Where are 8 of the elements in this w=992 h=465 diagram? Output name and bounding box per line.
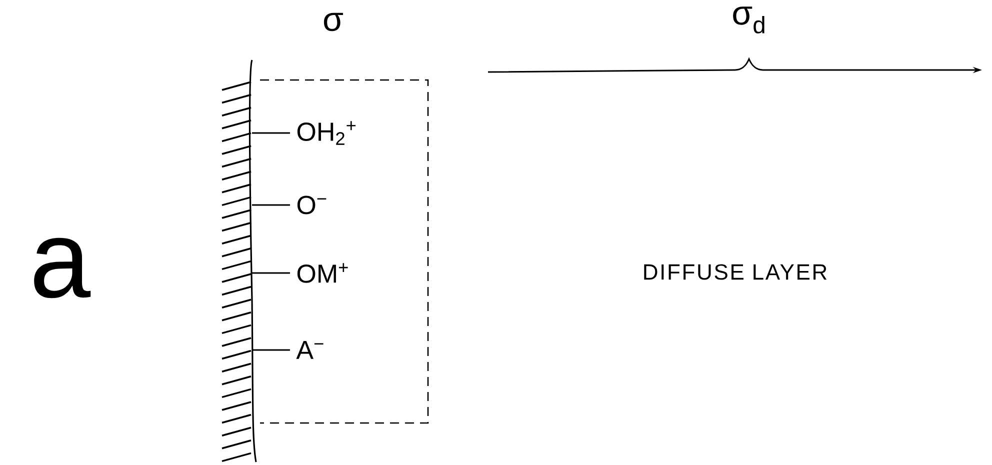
charge-label: σ$_{d}$ — [733, 6, 764, 34]
surface-group-label: A$^{−}$ — [296, 341, 324, 359]
surface-group-label: OM$^{+}$ — [297, 263, 348, 283]
surface-group-label: OH$_{2}$+ — [297, 121, 356, 145]
layer-label: DIFFUSE LAYER — [644, 264, 827, 280]
panel-letter: a — [34, 238, 91, 298]
charge-label: σ — [324, 12, 343, 32]
surface-group-label: O$^{−}$ — [297, 196, 326, 214]
